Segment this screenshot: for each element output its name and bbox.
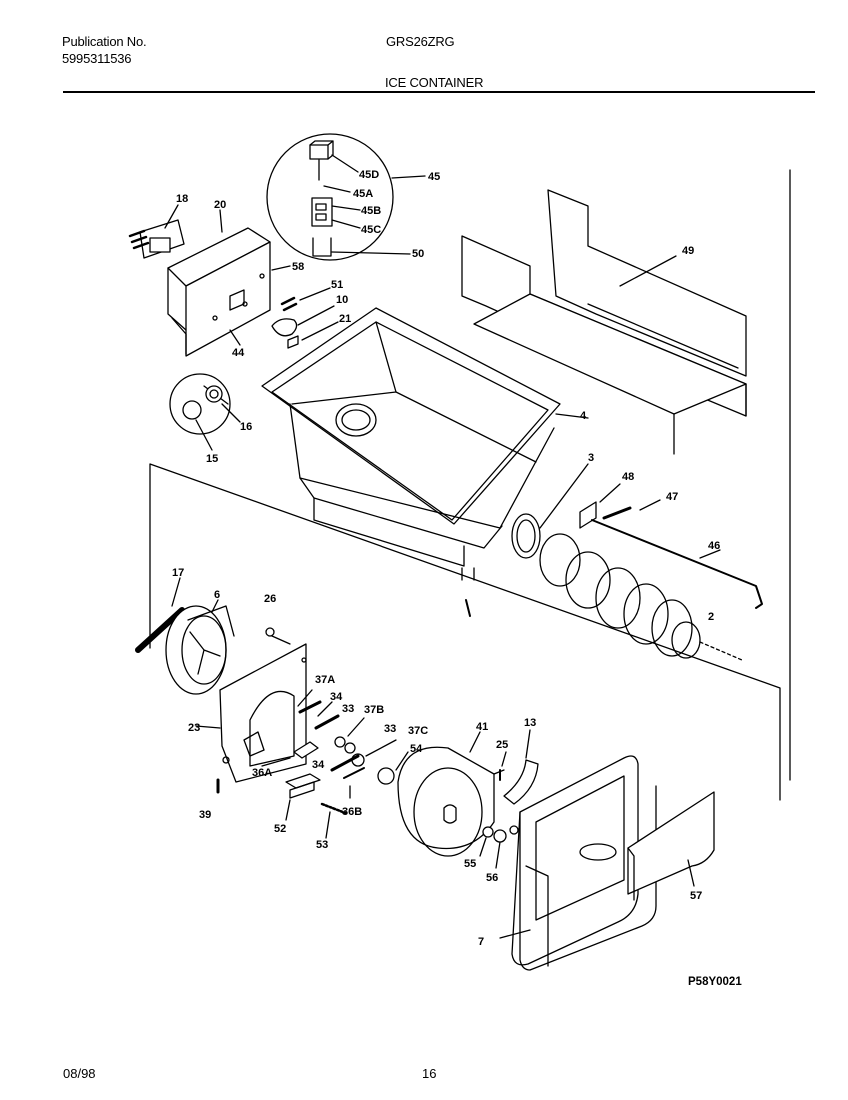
callout-18: 18 <box>176 193 188 205</box>
callout-41: 41 <box>476 721 488 733</box>
callout-7: 7 <box>478 936 484 948</box>
parts-13-25 <box>499 729 539 805</box>
callout-34b: 34 <box>312 759 325 771</box>
callout-36a: 36A <box>252 767 272 779</box>
part-2-auger <box>539 533 743 661</box>
callout-45b: 45B <box>361 205 381 217</box>
parts-linkage <box>261 689 397 799</box>
callout-23: 23 <box>188 722 200 734</box>
callout-37a: 37A <box>315 674 335 686</box>
callout-45d: 45D <box>359 169 379 181</box>
callout-50: 50 <box>412 248 424 260</box>
part-4-ice-container <box>203 307 589 617</box>
callout-15: 15 <box>206 453 218 465</box>
publication-label: Publication No. <box>62 34 147 49</box>
callout-49: 49 <box>682 245 694 257</box>
callout-58: 58 <box>292 261 304 273</box>
callout-52: 52 <box>274 823 286 835</box>
callout-10: 10 <box>336 294 348 306</box>
callout-34a: 34 <box>330 691 343 703</box>
publication-number: 5995311536 <box>62 51 132 66</box>
part-3-gasket <box>511 463 589 559</box>
callout-57: 57 <box>690 890 702 902</box>
callout-48: 48 <box>622 471 634 483</box>
parts-48-47-46-rod <box>579 483 763 609</box>
callout-37b: 37B <box>364 704 384 716</box>
parts-52-53 <box>285 773 350 839</box>
parts-51-10-21 <box>271 265 339 349</box>
callout-4: 4 <box>580 410 587 422</box>
callout-51: 51 <box>331 279 343 291</box>
part-20-bracket <box>167 209 271 357</box>
callout-56: 56 <box>486 872 498 884</box>
callout-53: 53 <box>316 839 328 851</box>
callout-21: 21 <box>339 313 351 325</box>
parts-55-56-washers <box>479 825 519 869</box>
callout-39: 39 <box>199 809 211 821</box>
callout-45a: 45A <box>353 188 373 200</box>
callout-25: 25 <box>496 739 508 751</box>
callout-16: 16 <box>240 421 252 433</box>
part-49-panel <box>461 189 747 455</box>
callout-33b: 33 <box>384 723 396 735</box>
callout-20: 20 <box>214 199 226 211</box>
part-18-connector <box>128 204 185 259</box>
part-45-detail <box>266 133 426 261</box>
drawing-code: P58Y0021 <box>688 976 742 988</box>
callout-36b: 36B <box>342 806 362 818</box>
callout-45: 45 <box>428 171 440 183</box>
callout-54: 54 <box>410 743 423 755</box>
callout-13: 13 <box>524 717 536 729</box>
part-7-front-cover <box>499 755 715 971</box>
parts-17-6-blade <box>135 577 235 695</box>
page-number: 16 <box>422 1066 437 1081</box>
callout-17: 17 <box>172 567 184 579</box>
auger-frame <box>149 463 781 801</box>
callout-33a: 33 <box>342 703 354 715</box>
callout-6: 6 <box>214 589 220 601</box>
header-rule <box>63 91 815 93</box>
callout-46: 46 <box>708 540 720 552</box>
model-number: GRS26ZRG <box>386 34 455 49</box>
callout-26: 26 <box>264 593 276 605</box>
callout-55: 55 <box>464 858 476 870</box>
part-41-motor <box>377 731 505 857</box>
callout-45c: 45C <box>361 224 381 236</box>
part-23-plate <box>195 627 307 794</box>
callout-37c: 37C <box>408 725 428 737</box>
footer-date: 08/98 <box>63 1066 96 1081</box>
section-title: ICE CONTAINER <box>385 75 484 90</box>
callout-labels: 18 20 45D 45A 45B 45C 45 50 49 58 51 10 … <box>172 169 742 988</box>
callout-2: 2 <box>708 611 714 623</box>
callout-3: 3 <box>588 452 594 464</box>
part-16-15-detail <box>169 373 241 451</box>
callout-44: 44 <box>232 347 245 359</box>
callout-47: 47 <box>666 491 678 503</box>
